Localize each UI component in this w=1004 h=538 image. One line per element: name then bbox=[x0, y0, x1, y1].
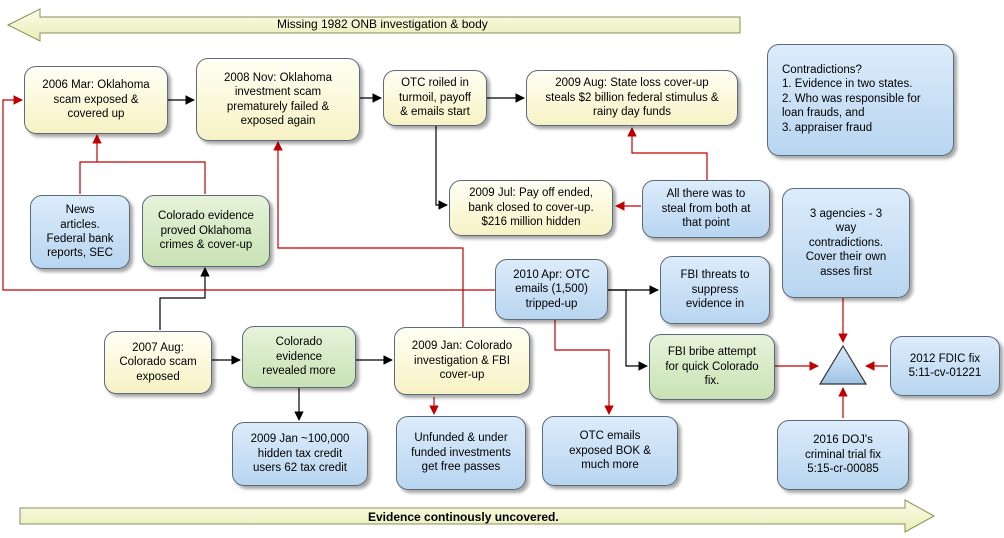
box-news-articles: News articles. Federal bank reports, SEC bbox=[30, 195, 130, 269]
box-colorado-evidence-revealed: Colorado evidence revealed more bbox=[242, 326, 356, 388]
box-2016-doj-fix: 2016 DOJ's criminal trial fix 5:15-cr-00… bbox=[777, 420, 909, 490]
box-2008-investment-scam: 2008 Nov: Oklahoma investment scam prema… bbox=[196, 58, 360, 141]
box-unfunded-investments: Unfunded & under funded investments get … bbox=[396, 416, 526, 490]
box-2009-aug-cover-up: 2009 Aug: State loss cover-up steals $2 … bbox=[526, 70, 738, 126]
box-2007-colorado-scam: 2007 Aug: Colorado scam exposed bbox=[104, 331, 212, 394]
top-banner-label: Missing 1982 ONB investigation & body bbox=[277, 17, 488, 31]
box-2012-fdic-fix: 2012 FDIC fix 5:11-cv-01221 bbox=[890, 336, 1000, 396]
box-fbi-threats: FBI threats to suppress evidence in bbox=[660, 256, 770, 324]
box-otc-turmoil: OTC roiled in turmoil, payoff & emails s… bbox=[383, 70, 487, 126]
box-fbi-bribe: FBI bribe attempt for quick Colorado fix… bbox=[649, 334, 775, 400]
top-banner-arrow bbox=[6, 8, 741, 42]
box-3-agencies: 3 agencies - 3 way contradictions. Cover… bbox=[782, 188, 910, 298]
box-2009-jan-tax-credit: 2009 Jan ~100,000 hidden tax credit user… bbox=[232, 422, 368, 486]
box-2009-jul-payoff: 2009 Jul: Pay off ended, bank closed to … bbox=[449, 180, 613, 236]
box-otc-emails-exposed: OTC emails exposed BOK & much more bbox=[542, 416, 678, 486]
merge-triangle bbox=[818, 344, 868, 385]
box-2006-oklahoma-scam: 2006 Mar: Oklahoma scam exposed & covere… bbox=[24, 66, 168, 134]
box-2010-otc-emails: 2010 Apr: OTC emails (1,500) tripped-up bbox=[495, 259, 608, 320]
box-all-to-steal: All there was to steal from both at that… bbox=[642, 180, 770, 238]
box-colorado-evidence-proved: Colorado evidence proved Oklahoma crimes… bbox=[142, 195, 270, 267]
bottom-banner-label: Evidence continously uncovered. bbox=[368, 510, 559, 524]
box-contradictions: Contradictions? 1. Evidence in two state… bbox=[767, 44, 954, 156]
bottom-banner-arrow bbox=[19, 499, 936, 533]
box-2009-jan-colorado-investigation: 2009 Jan: Colorado investigation & FBI c… bbox=[394, 327, 530, 395]
